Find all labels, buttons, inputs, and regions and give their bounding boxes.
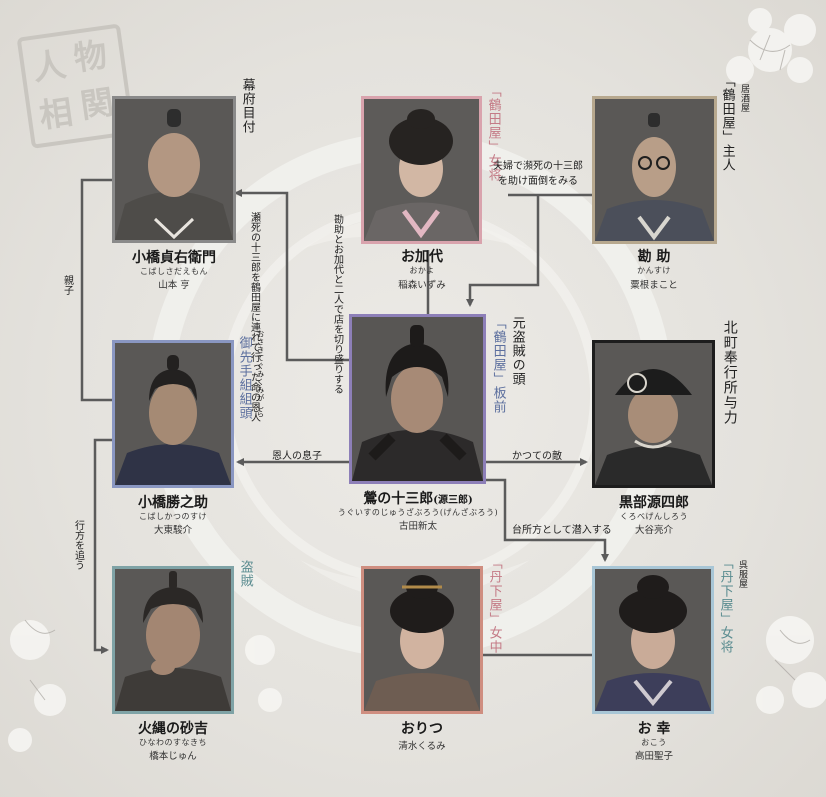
relation-label-teki: かつての敵 — [512, 451, 562, 462]
name-kurobe: 黒部源四郎 — [619, 495, 689, 511]
role-prefix-kansuke: 居酒屋 — [739, 84, 749, 113]
portrait-icon — [595, 343, 712, 485]
relation-label-kanai: 勘助とお加代と二人で店を切り盛りする — [331, 214, 343, 394]
portrait-icon — [364, 99, 479, 241]
name-hinawa: 火縄の砂吉 — [138, 721, 208, 737]
portrait-okayo — [361, 96, 482, 244]
role-osachi: 「丹下屋」女将 — [717, 556, 733, 654]
line-yukue — [93, 438, 112, 654]
name-kohashi-katsunosuke: 小橋勝之助 — [138, 495, 208, 511]
actor-oritsu: 清水くるみ — [398, 741, 446, 752]
portrait-kurobe — [592, 340, 715, 488]
name-uguisu: 鶯の十三郎(源三郎) — [320, 488, 516, 508]
role-kurobe: 北町奉行所与力 — [721, 320, 738, 425]
role-kohashi-sadaemon: 幕府目付 — [239, 78, 255, 134]
name-uguisu-main: 鶯の十三郎 — [363, 491, 434, 507]
role-kohashi-katsunosuke: 御先手組組頭 — [236, 336, 252, 420]
actor-kansuke: 粟根まこと — [630, 280, 678, 291]
relation-label-sennyuu: 台所方として潜入する — [512, 525, 612, 536]
actor-kohashi-katsunosuke: 大東駿介 — [153, 525, 192, 536]
name-oritsu: おりつ — [400, 721, 444, 737]
portrait-icon — [115, 343, 231, 485]
line-oyako — [80, 178, 112, 402]
role-prefix-osachi: 呉服屋 — [737, 560, 747, 589]
title-badge: 人 物 相 関 — [14, 21, 139, 153]
portrait-icon — [595, 99, 714, 241]
portrait-icon — [115, 569, 231, 711]
actor-uguisu: 古田新太 — [398, 521, 437, 532]
line-sennyuu — [486, 478, 609, 562]
role-uguisu: 元盗賊の頭 — [509, 316, 525, 386]
portrait-icon — [364, 569, 480, 711]
portrait-icon — [595, 569, 711, 711]
name-okayo: お加代 — [401, 249, 443, 265]
portrait-kohashi-katsunosuke — [112, 340, 234, 488]
actor-hinawa: 橋本じゅん — [149, 751, 197, 762]
kana-kohashi-sadaemon: こばしさだえもん — [140, 267, 208, 276]
kana-osachi: おこう — [641, 738, 667, 747]
role-hinawa: 盗賊 — [237, 560, 253, 588]
role-okayo: 「鶴田屋」女将 — [485, 84, 501, 182]
portrait-uguisu — [349, 314, 486, 484]
name-osachi: お 幸 — [637, 721, 671, 737]
kana-kohashi-katsunosuke: こばしかつのすけ — [139, 512, 207, 521]
role2-uguisu: 「鶴田屋」板前 — [490, 316, 506, 414]
actor-kohashi-sadaemon: 山本 亨 — [158, 280, 190, 291]
relation-label-onjin: 瀬死の十三郎を鶴田屋に連れて行った命の恩人 — [248, 212, 260, 422]
relation-label-yukue: 行方を追う — [72, 520, 84, 570]
stamp-frame — [17, 24, 135, 149]
role-oritsu: 「丹下屋」女中 — [486, 556, 502, 654]
kana-uguisu: うぐいすのじゅうざぶろう(げんざぶろう) — [337, 508, 499, 517]
actor-okayo: 稲森いずみ — [398, 280, 446, 291]
portrait-osachi — [592, 566, 714, 714]
portrait-icon — [115, 99, 233, 240]
line-fuufu-down — [466, 195, 540, 307]
portrait-oritsu — [361, 566, 483, 714]
kana-kurobe: くろべげんしろう — [620, 512, 688, 521]
role-kana-kohashi-katsunosuke: おさきてぐみくみがしら — [256, 330, 265, 418]
name-kohashi-sadaemon: 小橋貞右衛門 — [132, 250, 216, 266]
portrait-icon — [352, 317, 483, 481]
kana-kansuke: かんすけ — [637, 266, 671, 275]
name-kansuke: 勘 助 — [637, 249, 671, 265]
actor-osachi: 高田聖子 — [634, 751, 673, 762]
relation-label-fuufu: 夫婦で瀕死の十三郎を助け面倒をみる — [493, 161, 583, 187]
portrait-kansuke — [592, 96, 717, 244]
name-uguisu-suffix: (源三郎) — [433, 495, 473, 506]
line-onjin — [234, 189, 350, 362]
actor-kurobe: 大谷亮介 — [634, 525, 673, 536]
relation-label-oyako: 親子 — [61, 275, 73, 295]
kana-okayo: おかよ — [409, 266, 435, 275]
portrait-kohashi-sadaemon — [112, 96, 236, 243]
kana-hinawa: ひなわのすなきち — [139, 738, 207, 747]
relation-label-onjin-musuko: 恩人の息子 — [272, 451, 322, 462]
role-kansuke: 「鶴田屋」主人 — [719, 74, 735, 172]
portrait-hinawa — [112, 566, 234, 714]
